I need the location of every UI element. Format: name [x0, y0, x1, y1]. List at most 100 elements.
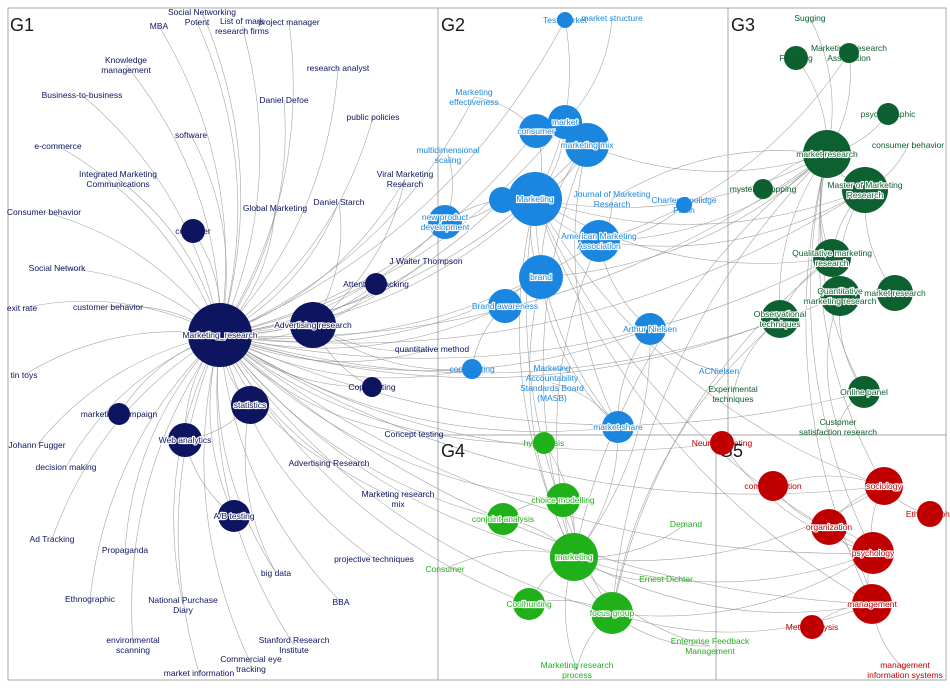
node-circle[interactable] — [848, 376, 880, 408]
node-big-data[interactable]: big data — [261, 568, 292, 578]
node-consumer-behavior-g1[interactable]: Consumer behavior — [7, 207, 81, 217]
node-circle[interactable] — [917, 501, 943, 527]
node-software[interactable]: software — [175, 130, 207, 140]
node-circle[interactable] — [803, 130, 851, 178]
node-circle[interactable] — [811, 509, 847, 545]
node-demand[interactable]: Demand — [670, 519, 702, 529]
node-consumer-behavior-g3[interactable]: consumer behavior — [872, 140, 944, 150]
node-market-information[interactable]: market information — [164, 668, 235, 678]
node-ethnographic-g1[interactable]: Ethnographic — [65, 594, 116, 604]
node-project-manager[interactable]: project manager — [258, 17, 320, 27]
node-j-walter[interactable]: J Walter Thompson — [389, 256, 462, 266]
node-daniel-defoe[interactable]: Daniel Defoe — [259, 95, 308, 105]
node-circle[interactable] — [519, 114, 553, 148]
node-circle[interactable] — [557, 12, 573, 28]
node-circle[interactable] — [758, 471, 788, 501]
node-circle[interactable] — [487, 503, 519, 535]
node-daniel-starch[interactable]: Daniel Starch — [313, 197, 364, 207]
node-circle[interactable] — [513, 588, 545, 620]
node-circle[interactable] — [591, 592, 633, 634]
node-circle[interactable] — [550, 533, 598, 581]
node-circle[interactable] — [508, 172, 562, 226]
node-circle[interactable] — [488, 289, 522, 323]
node-global-marketing[interactable]: Global Marketing — [243, 203, 308, 213]
node-customer-behavior[interactable]: customer behavior — [73, 302, 143, 312]
node-ernest-dichter[interactable]: Ernest Dichter — [639, 574, 693, 584]
node-circle[interactable] — [188, 303, 252, 367]
node-johann-fugger[interactable]: Johann Fugger — [8, 440, 65, 450]
node-ethnography[interactable]: Ethnography — [906, 501, 950, 527]
node-projective[interactable]: projective techniques — [334, 554, 414, 564]
node-computer[interactable]: computer — [175, 219, 211, 243]
node-public-policies[interactable]: public policies — [347, 112, 400, 122]
node-bba[interactable]: BBA — [332, 597, 349, 607]
node-circle[interactable] — [761, 300, 799, 338]
node-marketing-campaign[interactable]: marketing campaign — [81, 403, 158, 425]
node-circle[interactable] — [852, 532, 894, 574]
node-circle[interactable] — [800, 615, 824, 639]
node-circle[interactable] — [533, 432, 555, 454]
node-circle[interactable] — [839, 43, 859, 63]
node-circle[interactable] — [218, 500, 250, 532]
node-circle[interactable] — [602, 411, 634, 443]
node-circle[interactable] — [852, 584, 892, 624]
node-circle[interactable] — [820, 276, 860, 316]
node-circle[interactable] — [231, 386, 269, 424]
node-circle[interactable] — [489, 187, 515, 213]
node-circle[interactable] — [813, 239, 851, 277]
node-mba[interactable]: MBA — [150, 21, 169, 31]
node-circle[interactable] — [181, 219, 205, 243]
node-circle[interactable] — [362, 377, 382, 397]
node-circle[interactable] — [519, 255, 563, 299]
node-circle[interactable] — [877, 103, 899, 125]
node-circle[interactable] — [290, 302, 336, 348]
node-quant-method[interactable]: quantitative method — [395, 344, 469, 354]
node-decision-making[interactable]: decision making — [36, 462, 97, 472]
node-acnielsen[interactable]: ACNielsen — [699, 366, 739, 376]
node-b2b[interactable]: Business-to-business — [42, 90, 123, 100]
node-concept-testing[interactable]: Concept testing — [384, 429, 443, 439]
node-circle[interactable] — [753, 179, 773, 199]
node-circle[interactable] — [428, 205, 462, 239]
